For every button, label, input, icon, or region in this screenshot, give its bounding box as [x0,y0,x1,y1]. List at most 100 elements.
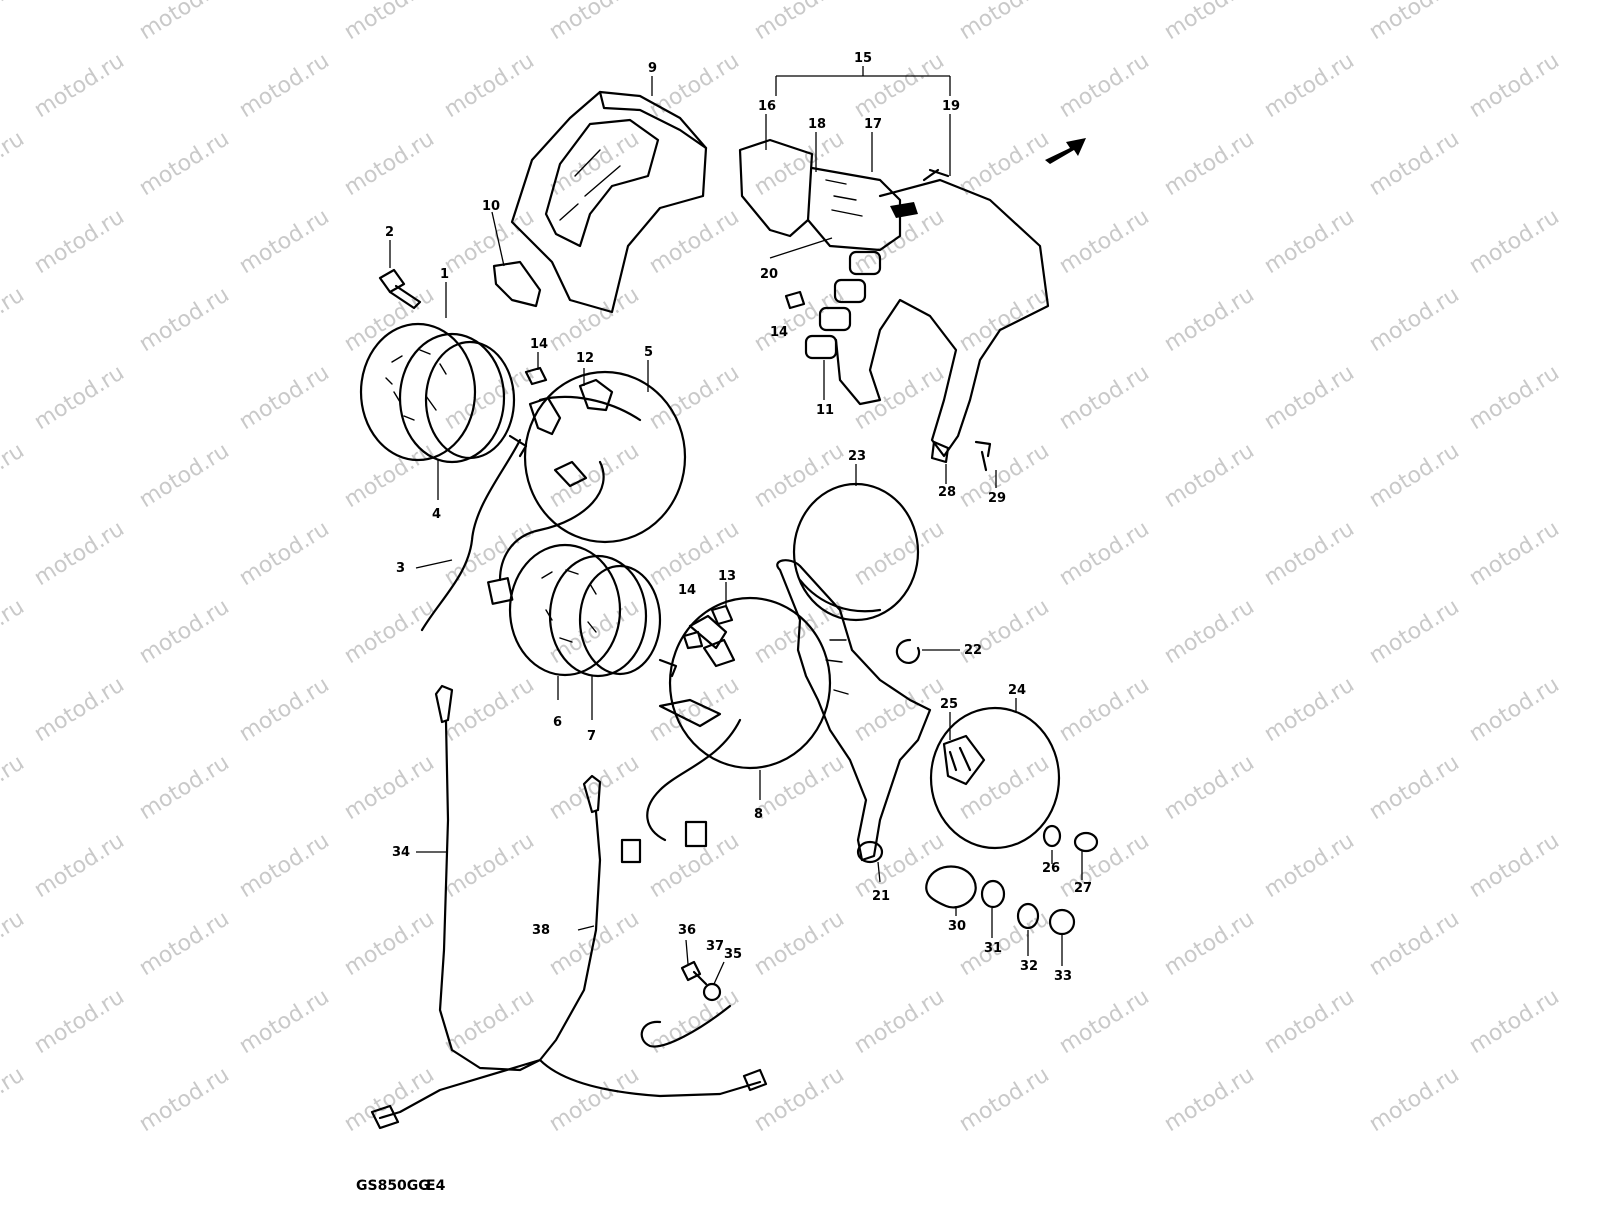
watermark-text: motod.ru [1465,516,1564,591]
watermark-text: motod.ru [545,0,644,45]
callout-31: 31 [984,941,1002,956]
speedometer-cable [370,684,542,1130]
watermark-text: motod.ru [30,204,129,279]
watermark-text: motod.ru [0,282,29,357]
watermark-text: motod.ru [750,750,849,825]
callout-15: 15 [854,51,872,66]
watermark-text: motod.ru [1055,516,1154,591]
callout-6: 6 [553,715,562,730]
cover-bracket [492,260,542,308]
watermark-text: motod.ru [1465,360,1564,435]
callout-27: 27 [1074,881,1092,896]
lamp-socket [682,604,734,650]
watermark-text: motod.ru [235,984,334,1059]
speedometer [359,322,528,464]
watermark-text: motod.ru [135,0,234,45]
watermark-text: motod.ru [955,282,1054,357]
callout-16: 16 [758,99,776,114]
callout-12: 12 [576,351,594,366]
clip [895,638,921,664]
watermark-text: motod.ru [1160,282,1259,357]
watermark-text: motod.ru [440,984,539,1059]
watermark-text: motod.ru [1365,750,1464,825]
callout-17: 17 [864,117,882,132]
callout-7: 7 [587,729,596,744]
callout-23: 23 [848,449,866,464]
callout-3: 3 [396,561,405,576]
callout-18: 18 [808,117,826,132]
tachometer-case [620,596,832,864]
callout-9: 9 [648,61,657,76]
callout-25: 25 [940,697,958,712]
watermark-text: motod.ru [1055,360,1154,435]
callout-11: 11 [816,403,834,418]
watermark-text: motod.ru [135,282,234,357]
watermark-text: motod.ru [340,126,439,201]
watermark-text: motod.ru [30,360,129,435]
watermark-text: motod.ru [1260,984,1359,1059]
watermark-text: motod.ru [0,750,29,825]
watermark-text: motod.ru [30,516,129,591]
watermark-text: motod.ru [1055,204,1154,279]
watermark-text: motod.ru [135,906,234,981]
watermark-text: motod.ru [1365,0,1464,45]
meter-bracket [776,559,932,864]
watermark-text: motod.ru [850,672,949,747]
watermark-text: motod.ru [1365,594,1464,669]
figure-code: E4 [426,1178,446,1194]
indicator-panel [738,138,1050,472]
watermark-text: motod.ru [1160,0,1259,45]
callout-20: 20 [760,267,778,282]
watermark-text: motod.ru [955,126,1054,201]
watermark-text: motod.ru [645,360,744,435]
watermark-text: motod.ru [1365,438,1464,513]
callout-21: 21 [872,889,890,904]
cable-clamp [640,960,732,1048]
callout-32: 32 [1020,959,1038,974]
watermark-text: motod.ru [1260,204,1359,279]
watermark-text: motod.ru [135,750,234,825]
callout-1: 1 [440,267,449,282]
callout-14c: 14 [770,325,788,340]
watermark-text: motod.ru [440,516,539,591]
watermark-text: motod.ru [340,0,439,45]
watermark-text: motod.ru [545,594,644,669]
watermark-text: motod.ru [955,1062,1054,1137]
watermark-text: motod.ru [850,984,949,1059]
tachometer [508,543,678,678]
watermark-text: motod.ru [235,48,334,123]
lamp-housing [929,706,1061,850]
watermark-text: motod.ru [1465,204,1564,279]
watermark-text: motod.ru [1260,48,1359,123]
washer-set [925,824,1099,936]
callout-38: 38 [532,923,550,938]
watermark-text: motod.ru [30,48,129,123]
watermark-text: motod.ru [340,750,439,825]
watermark-text: motod.ru [0,906,29,981]
watermark-text: motod.ru [1160,750,1259,825]
figure-caption: GS850GG E4 [356,1178,446,1194]
watermark-text: motod.ru [645,204,744,279]
watermark-text: motod.ru [440,48,539,123]
watermark-text: motod.ru [0,0,29,45]
watermark-text: motod.ru [645,828,744,903]
watermark-text: motod.ru [30,984,129,1059]
callout-19: 19 [942,99,960,114]
tachometer-cable [538,774,768,1098]
leader-lines [389,66,1083,985]
watermark-text: motod.ru [135,1062,234,1137]
callout-30: 30 [948,919,966,934]
watermark-text: motod.ru [1055,984,1154,1059]
watermark-text: motod.ru [750,0,849,45]
watermark-text: motod.ru [340,282,439,357]
watermark-text: motod.ru [440,828,539,903]
watermark-text: motod.ru [1055,48,1154,123]
watermark-text: motod.ru [1260,828,1359,903]
callout-8: 8 [754,807,763,822]
watermark-text: motod.ru [235,204,334,279]
watermark-text: motod.ru [1260,672,1359,747]
watermark-text: motod.ru [1055,672,1154,747]
